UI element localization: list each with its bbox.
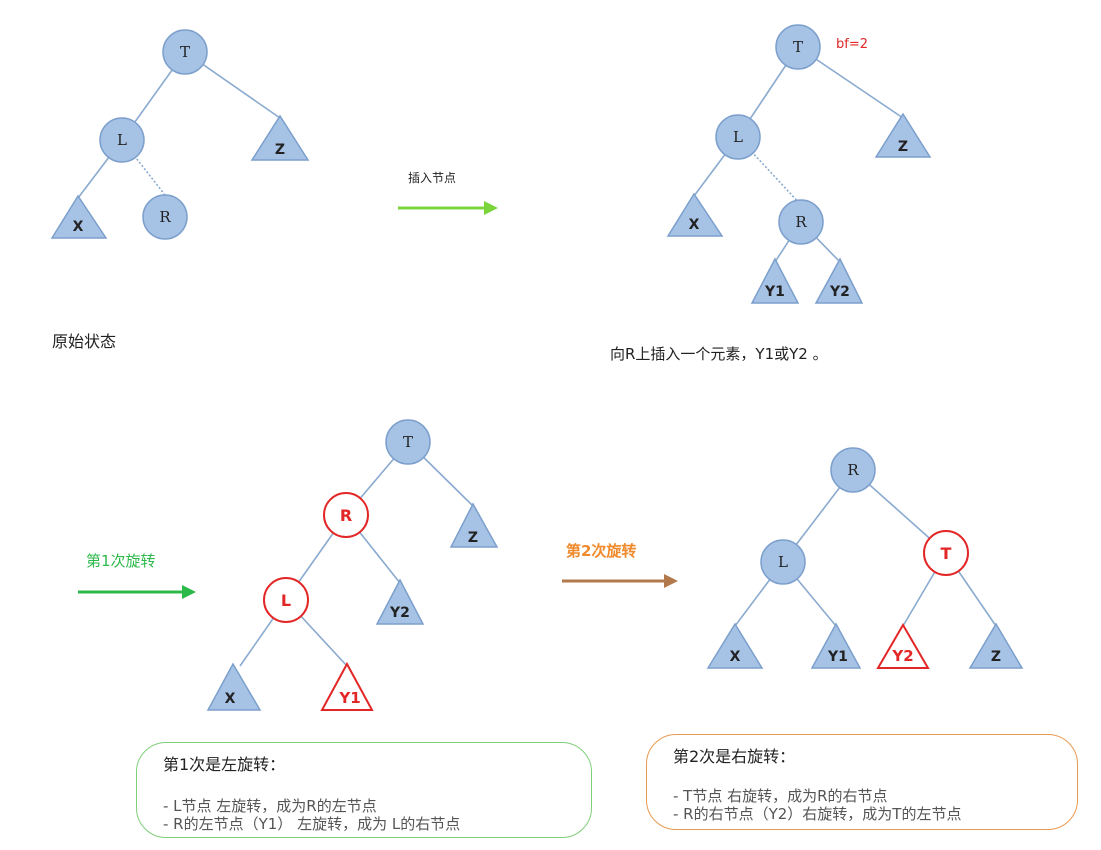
- stage-rotate1-tree: T R L Z Y2 X Y1: [206, 419, 499, 711]
- node-R: [778, 199, 824, 245]
- node-T-label: T: [793, 38, 803, 56]
- note-left-rotation: 第1次是左旋转： - L节点 左旋转，成为R的左节点 - R的左节点（Y1） 左…: [136, 742, 592, 838]
- node-R-label: R: [340, 506, 352, 525]
- subtree-Z: [250, 114, 310, 161]
- node-T-label: T: [403, 433, 413, 451]
- subtree-X: [206, 662, 262, 711]
- caption-inserted-state: 向R上插入一个元素，Y1或Y2 。: [610, 345, 828, 363]
- node-L-label: L: [733, 128, 743, 146]
- subtree-Z-label: Z: [275, 142, 285, 158]
- arrow-rotate-1: 第1次旋转: [78, 552, 196, 599]
- subtree-Y1-label: Y1: [764, 284, 785, 300]
- subtree-Y1-label: Y1: [338, 689, 360, 707]
- subtree-Z: [874, 112, 932, 158]
- node-L-label: L: [117, 131, 127, 149]
- subtree-X: [666, 192, 724, 237]
- note-left-rotation-line-1: - L节点 左旋转，成为R的左节点: [163, 797, 377, 815]
- subtree-Z: [449, 502, 499, 548]
- subtree-Y2: [814, 257, 864, 304]
- node-L: [760, 539, 806, 585]
- node-L: [99, 117, 145, 163]
- subtree-Y2: [375, 578, 425, 625]
- arrow-insert: 插入节点: [398, 171, 498, 215]
- node-L-highlighted: [263, 577, 309, 623]
- subtree-X-label: X: [689, 217, 700, 233]
- subtree-Y1: [810, 622, 862, 669]
- note-right-rotation-title: 第2次是右旋转：: [673, 747, 796, 766]
- subtree-Y1: [750, 257, 800, 304]
- subtree-Z-label: Z: [898, 139, 908, 155]
- node-T-label: T: [180, 43, 190, 61]
- stage-original-tree: T L R X Z: [50, 29, 310, 240]
- subtree-Y2-label: Y2: [891, 647, 913, 665]
- node-R-label: R: [847, 461, 859, 479]
- subtree-X-label: X: [225, 691, 236, 707]
- subtree-Z-label: Z: [468, 530, 478, 546]
- node-T-highlighted: [923, 530, 969, 576]
- stage-inserted-tree: T bf=2 L R X Z Y1 Y2: [666, 24, 932, 304]
- node-R-label: R: [159, 208, 171, 226]
- subtree-X-label: X: [73, 219, 84, 235]
- note-right-rotation-line-1: - T节点 右旋转，成为R的右节点: [673, 787, 888, 805]
- arrow-rotate-1-label: 第1次旋转: [86, 552, 156, 570]
- note-right-rotation-line-2: - R的右节点（Y2）右旋转，成为T的左节点: [673, 805, 962, 823]
- note-left-rotation-title: 第1次是左旋转：: [163, 755, 286, 774]
- subtree-Y1-label: Y1: [827, 649, 848, 665]
- subtree-Z: [968, 622, 1024, 669]
- node-L-label: L: [778, 553, 788, 571]
- subtree-Y2-label: Y2: [389, 605, 410, 621]
- node-R-highlighted: [323, 492, 369, 538]
- arrow-rotate-2: 第2次旋转: [562, 542, 678, 588]
- arrow-rotate-2-label: 第2次旋转: [566, 542, 636, 560]
- stage-rotate2-tree: R L T X Y1 Y2 Z: [706, 447, 1024, 669]
- node-R: [830, 447, 876, 493]
- node-T-label: T: [941, 544, 952, 563]
- subtree-Z-label: Z: [991, 649, 1001, 665]
- note-right-rotation: 第2次是右旋转： - T节点 右旋转，成为R的右节点 - R的右节点（Y2）右旋…: [646, 734, 1078, 830]
- subtree-X: [706, 622, 764, 669]
- node-R-label: R: [795, 213, 807, 231]
- subtree-X-label: X: [730, 649, 741, 665]
- subtree-Y2-highlighted: [876, 623, 930, 669]
- node-T: [775, 24, 821, 70]
- node-T: [385, 419, 431, 465]
- balance-factor-label: bf=2: [836, 37, 868, 52]
- node-T: [162, 29, 208, 75]
- subtree-Y1-highlighted: [320, 661, 374, 711]
- subtree-Y2-label: Y2: [829, 284, 850, 300]
- node-L: [715, 114, 761, 160]
- arrow-insert-label: 插入节点: [408, 171, 456, 185]
- note-left-rotation-line-2: - R的左节点（Y1） 左旋转，成为 L的右节点: [163, 815, 461, 833]
- caption-original-state: 原始状态: [52, 332, 117, 351]
- subtree-X: [50, 194, 108, 239]
- node-L-label: L: [281, 591, 291, 610]
- node-R: [142, 194, 188, 240]
